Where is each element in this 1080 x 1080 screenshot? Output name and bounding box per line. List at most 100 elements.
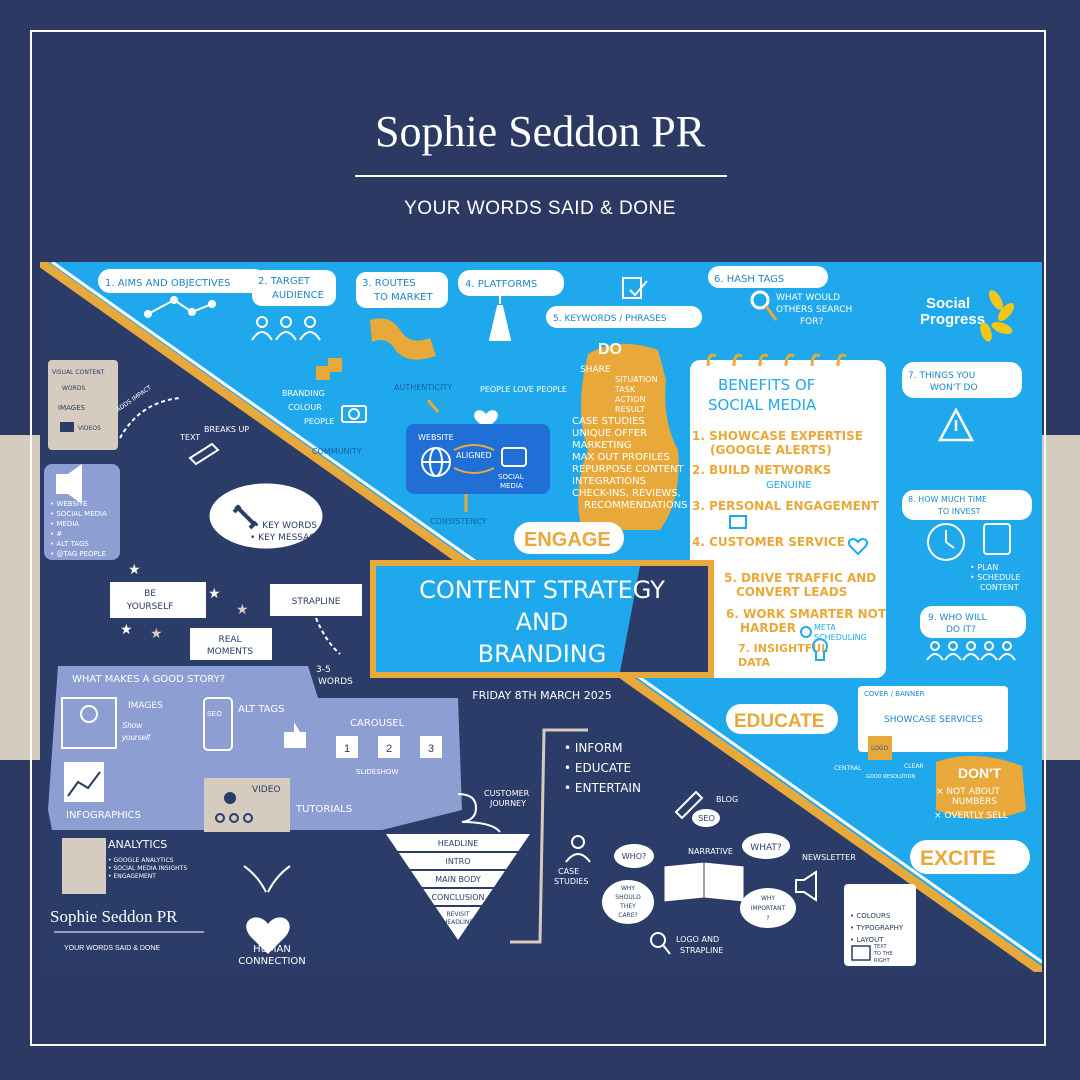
- social-progress-line-1: Social: [926, 295, 970, 312]
- funnel-step: INTRO: [445, 857, 470, 866]
- step-aims: 1. AIMS AND OBJECTIVES: [98, 269, 266, 318]
- story-infographics: INFOGRAPHICS: [66, 810, 141, 821]
- step-platforms-pill: [458, 270, 564, 296]
- benefit-item: HARDER: [740, 621, 796, 635]
- branding-label: BRANDING: [282, 389, 325, 398]
- trend-line-icon: [147, 298, 213, 315]
- step-who-label-1: 9. WHO WILL: [928, 613, 987, 623]
- step-wont-do-label-1: 7. THINGS YOU: [908, 371, 975, 381]
- why-care-1: WHY: [621, 885, 635, 892]
- case-person-body: [565, 853, 591, 863]
- do-item: SITUATION: [615, 375, 658, 384]
- do-item: CHECK-INS, REVIEWS,: [572, 488, 681, 499]
- wrench-icon: [232, 504, 258, 530]
- funnel-step: REVISIT: [446, 911, 469, 918]
- story-video: VIDEO: [252, 785, 281, 795]
- step-things-wont-do: 7. THINGS YOU WON'T DO: [902, 362, 1022, 442]
- benefit-item: 6. WORK SMARTER NOT: [726, 607, 887, 621]
- oval-item: • KEY MESSAGES: [250, 533, 328, 543]
- trend-dot: [144, 310, 152, 318]
- brand-divider: [355, 175, 727, 177]
- colour-square-icon: [328, 358, 342, 372]
- why-care-bubble: [602, 880, 654, 924]
- logo-square: [868, 736, 892, 760]
- who-label: WHO?: [622, 852, 646, 861]
- consistency-label: CONSISTENCY: [430, 517, 487, 526]
- newsletter-title: NEWSLETTER: [802, 853, 856, 862]
- case-studies: CASE STUDIES: [554, 835, 591, 886]
- educate-label: EDUCATE: [734, 711, 824, 732]
- center-title-block: CONTENT STRATEGY AND BRANDING FRIDAY 8TH…: [370, 560, 714, 702]
- central-label: CENTRAL: [834, 765, 862, 772]
- globe-icon: [421, 447, 451, 477]
- social-media-label-1: SOCIAL: [498, 473, 524, 481]
- time-item: • SCHEDULE: [970, 573, 1021, 582]
- clock-icon: [927, 523, 965, 561]
- portrait-head: [80, 705, 98, 723]
- excite-badge: EXCITE: [910, 840, 1030, 874]
- narrative-block: BLOG SEO WHO? WHAT? NARRATIVE WHY SHOULD…: [602, 790, 796, 955]
- sunburst-icon: [980, 290, 1015, 342]
- what-bubble: [742, 833, 790, 859]
- strapline-tag: STRAPLINE: [270, 584, 362, 616]
- converging-arrows: [243, 865, 291, 893]
- why-care-4: CARE?: [618, 912, 637, 919]
- aligned-label: ALIGNED: [456, 451, 492, 460]
- why-care-3: THEY: [619, 903, 636, 910]
- social-progress-logo: Social Progress: [920, 290, 1015, 342]
- step-who-will: 9. WHO WILL DO IT?: [920, 606, 1026, 661]
- benefit-item: DATA: [738, 656, 770, 669]
- monitor-icon: [60, 422, 74, 432]
- benefits-notepad: BENEFITS OF SOCIAL MEDIA 1. SHOWCASE EXP…: [690, 353, 887, 678]
- cover-banner-card: [858, 686, 1008, 752]
- step-routes-label-1: 3. ROUTES: [362, 278, 416, 289]
- analytics-item: • GOOGLE ANALYTICS: [108, 857, 174, 864]
- breaks-up-label-1: BREAKS UP: [204, 425, 249, 434]
- people-love-label: PEOPLE LOVE PEOPLE: [480, 385, 567, 394]
- why-important-1: WHY: [761, 895, 775, 902]
- benefit-item: GENUINE: [766, 480, 812, 491]
- step-routes-pill: [356, 272, 448, 308]
- good-resolution-label: GOOD RESOLUTION: [866, 774, 916, 780]
- star-icon: ★: [208, 585, 221, 601]
- benefits-title-1: BENEFITS OF: [718, 376, 815, 394]
- colour-label: COLOUR: [288, 403, 322, 412]
- step-aims-label: 1. AIMS AND OBJECTIVES: [105, 278, 230, 289]
- open-book-icon: [663, 861, 745, 903]
- step-platforms: 4. PLATFORMS: [458, 270, 564, 341]
- dont-title: DON'T: [958, 765, 1001, 781]
- blog-label: BLOG: [716, 795, 738, 804]
- purpose-item: • ENTERTAIN: [564, 781, 641, 795]
- why-important-2: IMPORTANT: [751, 905, 786, 912]
- megaphone-icon: [795, 870, 817, 902]
- slide-box: [378, 736, 400, 758]
- do-item: INTEGRATIONS: [572, 476, 646, 487]
- hashtag-question-1: WHAT WOULD: [776, 293, 840, 303]
- be-yourself-2: YOURSELF: [126, 602, 174, 612]
- dashed-arrow: [315, 617, 341, 655]
- story-funnel: HEADLINE INTRO MAIN BODY CONCLUSION REVI…: [386, 834, 530, 940]
- oval-bg: [206, 480, 326, 552]
- story-tutorials: TUTORIALS: [295, 804, 352, 815]
- good-story-title: WHAT MAKES A GOOD STORY?: [72, 674, 225, 685]
- social-media-label-2: MEDIA: [500, 482, 523, 490]
- step-who-label-2: DO IT?: [946, 625, 976, 635]
- chat-icon: [729, 515, 747, 529]
- be-yourself-1: BE: [144, 589, 156, 599]
- visual-words: WORDS: [62, 385, 85, 392]
- cover-banner: COVER / BANNER SHOWCASE SERVICES LOGO CE…: [834, 686, 1008, 780]
- breaks-up-label-2: TEXT: [179, 433, 200, 442]
- analytics-item: • SOCIAL MEDIA INSIGHTS: [108, 865, 187, 872]
- be-yourself-bg: [110, 582, 206, 618]
- branding-cluster: BRANDING COLOUR PEOPLE AUTHENTICITY PEOP…: [282, 358, 567, 526]
- step-target-audience: 2. TARGET AUDIENCE: [251, 270, 336, 341]
- sketchnote-board: 1. AIMS AND OBJECTIVES 2. TARGET AUDIENC…: [40, 262, 1042, 972]
- newsletter-item: • COLOURS: [850, 912, 891, 920]
- logo-strapline-1: LOGO AND: [676, 935, 719, 944]
- presenter-icon: [224, 792, 236, 804]
- who-bubble: [614, 844, 654, 868]
- chat-bubble-icon: [501, 447, 527, 467]
- newsletter-item: • LAYOUT: [850, 936, 884, 944]
- engage-pill: [514, 522, 624, 554]
- layout-icon: [851, 945, 871, 961]
